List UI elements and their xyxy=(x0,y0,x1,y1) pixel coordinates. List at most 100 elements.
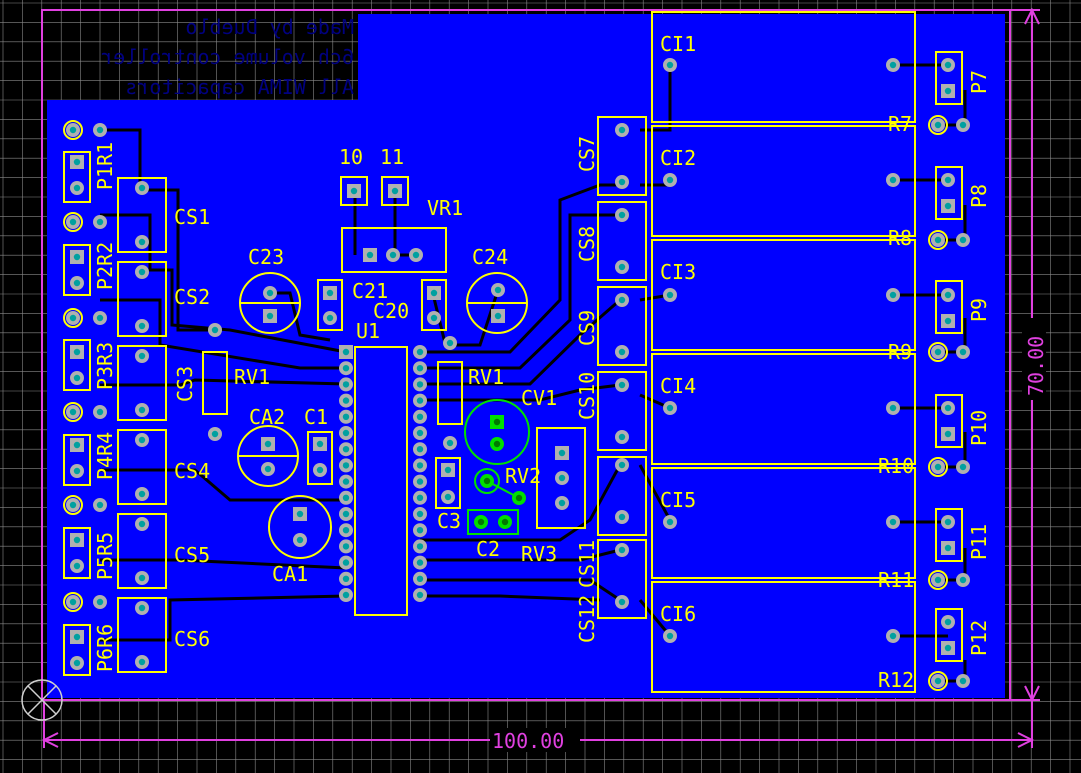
pad-drill xyxy=(138,352,146,360)
label-p4r4: P4R4 xyxy=(93,432,117,480)
pad-drill xyxy=(326,314,334,322)
pad-drill xyxy=(416,413,424,420)
trace xyxy=(100,594,347,642)
label-ca1: CA1 xyxy=(272,562,308,586)
pad-drill xyxy=(416,559,424,566)
cs9-outline xyxy=(597,286,647,366)
pad-drill xyxy=(96,598,104,606)
label-ci6: CI6 xyxy=(660,602,696,626)
pad-drill xyxy=(211,430,219,438)
pad-drill xyxy=(618,461,626,469)
pad-drill xyxy=(430,289,438,297)
label-cs12: CS12 xyxy=(575,595,599,643)
pads xyxy=(63,58,970,691)
p3-outline xyxy=(63,339,91,391)
pad-drill xyxy=(416,365,424,372)
label-r11: R11 xyxy=(878,568,914,592)
pad-drill xyxy=(73,253,81,261)
pad-drill xyxy=(618,513,626,521)
highlighted-parts xyxy=(464,399,530,535)
pad-drill xyxy=(446,439,454,447)
pad-drill xyxy=(342,543,350,550)
trace xyxy=(420,578,621,602)
pad-drill xyxy=(69,501,77,509)
pad-drill xyxy=(69,314,77,322)
pad-drill xyxy=(138,238,146,246)
label-pin10: 10 xyxy=(339,145,363,169)
trace xyxy=(420,548,621,562)
pad-drill xyxy=(666,404,674,412)
cs4-outline xyxy=(117,429,167,505)
pad-drill xyxy=(73,633,81,641)
pad-drill xyxy=(342,494,350,501)
ci4-outline xyxy=(651,353,916,465)
pad-drill xyxy=(515,494,523,502)
trace xyxy=(100,558,347,570)
resistor-ring xyxy=(63,308,83,328)
pad-drill xyxy=(416,575,424,582)
pad-drill xyxy=(558,449,566,457)
resistor-ring xyxy=(63,120,83,140)
credit-line-1: Made by Dueblo xyxy=(185,15,354,39)
pad-drill xyxy=(944,61,952,69)
pad-drill xyxy=(944,404,952,412)
u1-outline xyxy=(354,346,408,616)
pad-drill xyxy=(350,187,358,195)
pad-drill xyxy=(558,499,566,507)
pad-drill xyxy=(934,236,942,244)
resistor-ring xyxy=(928,342,948,362)
rv3-outline xyxy=(536,427,586,529)
pad-drill xyxy=(389,251,397,259)
label-c1: C1 xyxy=(304,405,328,429)
resistor-ring xyxy=(63,402,83,422)
c20-outline xyxy=(421,279,447,331)
pad-drill xyxy=(416,397,424,404)
pad-drill xyxy=(959,236,967,244)
pad-drill xyxy=(416,543,424,550)
label-rv3: RV3 xyxy=(521,542,557,566)
pad-drill xyxy=(266,312,274,320)
label-cv1: CV1 xyxy=(521,386,557,410)
ca1-outline xyxy=(268,495,332,559)
pad-drill xyxy=(959,576,967,584)
pad-drill xyxy=(944,291,952,299)
label-r9: R9 xyxy=(888,340,912,364)
pad-drill xyxy=(618,348,626,356)
pad-drill xyxy=(944,644,952,652)
label-ci1: CI1 xyxy=(660,32,696,56)
dimension-labels: 100.00 70.00 xyxy=(490,318,1048,753)
pad-drill xyxy=(73,158,81,166)
pad-drill xyxy=(211,326,219,334)
pad-drill xyxy=(366,251,374,259)
label-vr1: VR1 xyxy=(427,196,463,220)
pad-drill xyxy=(618,263,626,271)
resistor-ring xyxy=(63,212,83,232)
pad-drill xyxy=(342,462,350,469)
pad-drill xyxy=(618,598,626,606)
pad-drill xyxy=(889,632,897,640)
pad-drill xyxy=(96,501,104,509)
pad-drill xyxy=(73,467,81,475)
cs10-outline xyxy=(597,371,647,451)
pad-drill xyxy=(69,218,77,226)
pad-drill xyxy=(618,546,626,554)
label-u1: U1 xyxy=(356,319,380,343)
p6-outline xyxy=(63,624,91,676)
vr1-outline xyxy=(341,227,447,273)
pad-drill xyxy=(316,466,324,474)
pad-drill xyxy=(430,314,438,322)
label-r12: R12 xyxy=(878,668,914,692)
p11-outline xyxy=(935,508,963,562)
label-cs8: CS8 xyxy=(575,226,599,262)
resistor-ring xyxy=(928,230,948,250)
pad-drill xyxy=(493,418,501,426)
label-r10: R10 xyxy=(878,454,914,478)
trace xyxy=(640,65,672,132)
c2-outline xyxy=(467,509,519,535)
pad-drill xyxy=(944,87,952,95)
pad-drill xyxy=(959,677,967,685)
label-p2r2: P2R2 xyxy=(93,242,117,290)
pad-drill xyxy=(342,559,350,566)
label-p11: P11 xyxy=(967,524,991,560)
